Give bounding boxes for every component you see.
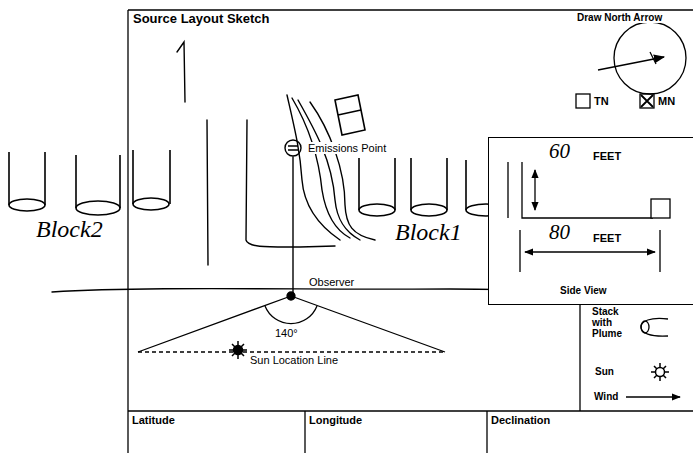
distance-arrow <box>525 251 655 252</box>
hand-mark <box>650 52 656 64</box>
dimension-value: 80 <box>548 221 571 244</box>
stack <box>411 204 447 216</box>
side-building <box>651 199 670 218</box>
stack <box>9 152 45 205</box>
point-label: Emissions Point <box>307 142 387 154</box>
plume-line <box>287 95 340 240</box>
sun-rays <box>651 363 669 381</box>
observer-label: Observer <box>308 276 355 288</box>
stacks <box>9 95 506 216</box>
stack <box>411 158 447 210</box>
frame-line <box>304 411 305 453</box>
dimension-unit: FEET <box>592 232 622 244</box>
sun-rays <box>229 341 247 359</box>
block-label: Block1 <box>394 219 463 245</box>
stack <box>76 201 120 215</box>
stack <box>359 204 395 216</box>
frame-line <box>128 410 693 411</box>
check-mark <box>641 95 653 107</box>
observer-angle <box>138 292 445 352</box>
form-title: Source Layout Sketch <box>132 12 271 26</box>
height-arrow <box>534 170 535 210</box>
sun-sample <box>651 363 669 381</box>
stack-plume-sample <box>641 318 668 336</box>
emission-mark <box>288 146 298 150</box>
side-view-panel: Side View <box>488 137 693 305</box>
frame-line <box>579 305 580 411</box>
checkbox <box>576 94 590 108</box>
frame-line <box>486 411 487 453</box>
block-label: Block2 <box>35 216 104 242</box>
sun-symbol <box>229 341 247 359</box>
plume-line <box>310 102 375 240</box>
side-stack <box>508 162 653 218</box>
stack <box>9 199 45 211</box>
stack-plume-sample <box>641 321 649 333</box>
angle-label: 140° <box>274 327 299 339</box>
sun-line-label: Sun Location Line <box>249 354 339 366</box>
distance-tick <box>520 230 660 272</box>
legend-samples <box>626 318 680 397</box>
field-label: Declination <box>490 414 551 426</box>
field-label: Longitude <box>308 414 363 426</box>
sight-line <box>292 157 293 293</box>
panel-heading: Side View <box>559 285 608 296</box>
checkbox-label: MN <box>657 95 676 107</box>
stack <box>133 198 169 210</box>
sun-location-line <box>138 351 445 352</box>
stack <box>359 158 395 210</box>
emission-point <box>285 140 301 156</box>
north-arrow <box>576 22 686 108</box>
legend-text: Sun <box>594 366 615 377</box>
tilted-stack <box>335 95 365 135</box>
frame-line <box>128 9 693 10</box>
road-line <box>207 120 208 265</box>
emission-circle <box>285 140 301 156</box>
compass-circle <box>614 22 686 94</box>
plume-line <box>298 100 360 240</box>
frame-line <box>127 10 128 453</box>
instruction-text: Draw North Arrow <box>576 12 663 23</box>
checkbox-label: TN <box>593 95 610 107</box>
wind-sample <box>626 396 680 397</box>
angle-line <box>138 296 445 352</box>
stack <box>76 155 120 208</box>
hand-mark <box>177 42 185 102</box>
angle-arc <box>265 306 317 324</box>
dimension-unit: FEET <box>592 150 622 162</box>
stack <box>133 150 170 204</box>
side-view-drawing <box>508 162 670 272</box>
dimension-value: 60 <box>548 140 571 163</box>
panel-ground <box>489 138 693 304</box>
form-frame <box>128 10 693 453</box>
legend-text: Wind <box>593 391 619 402</box>
field-label: Latitude <box>131 414 176 426</box>
legend-text: Stack with Plume <box>591 306 633 339</box>
checkbox <box>640 94 654 108</box>
